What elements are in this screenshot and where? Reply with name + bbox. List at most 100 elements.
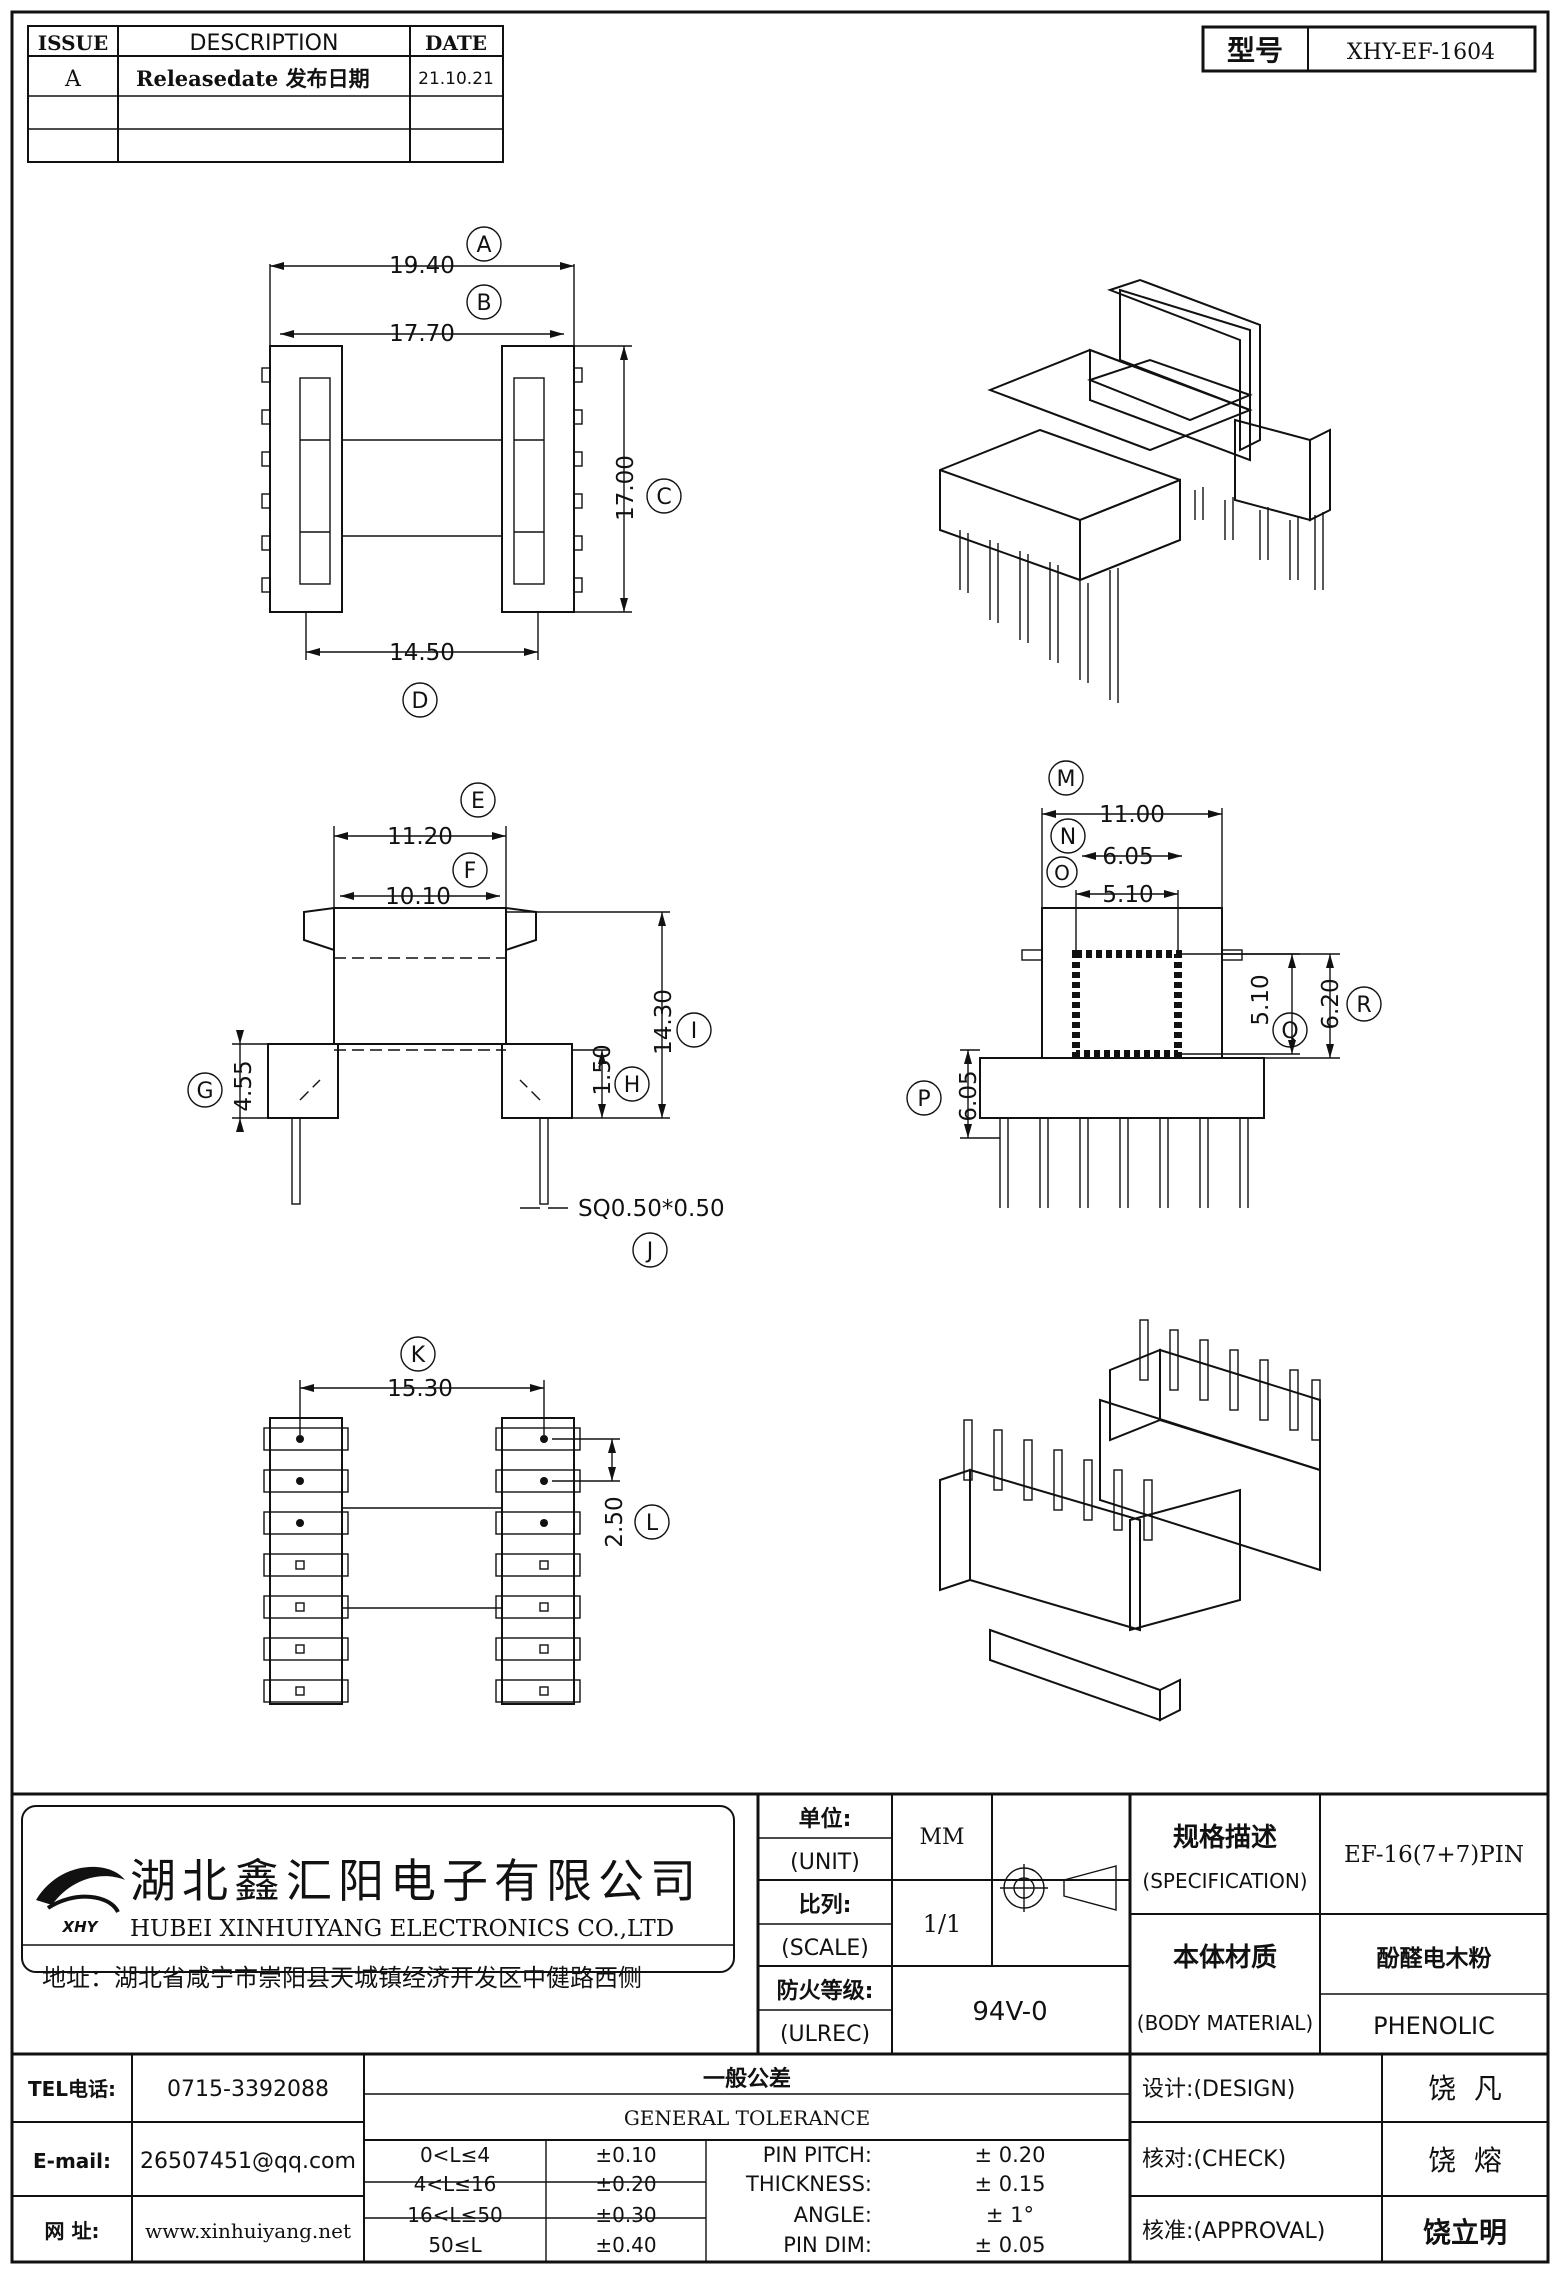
check-label: 核对:(CHECK) [1142,2147,1286,2172]
tol-other-label-1: PIN PITCH: [763,2143,872,2167]
spec-value: EF-16(7+7)PIN [1344,1842,1524,1868]
spec-label-cn: 规格描述 [1173,1822,1277,1853]
tolerance-title-cn: 一般公差 [703,2066,791,2092]
dim-c-value: 17.00 [613,455,639,521]
tol-range-4: 50≤L [428,2233,482,2257]
dim-h-letter: H [624,1073,641,1098]
tol-other-value-3: ± 1° [986,2203,1034,2227]
logo-text: XHY [62,1918,100,1936]
dim-k-value: 15.30 [387,1376,453,1402]
tol-value-2: ±0.20 [595,2172,656,2196]
dim-m-letter: M [1057,767,1076,792]
approval-label: 核准:(APPROVAL) [1142,2219,1325,2244]
material-value-en: PHENOLIC [1373,2012,1495,2040]
scale-label-en: (SCALE) [781,1936,869,1961]
rev-header-date: DATE [425,31,487,55]
tol-other-label-2: THICKNESS: [745,2172,872,2196]
tol-other-value-1: ± 0.20 [974,2143,1045,2167]
tel-value: 0715-3392088 [167,2077,329,2102]
model-label: 型号 [1227,34,1283,67]
tol-value-4: ±0.40 [595,2233,656,2257]
unit-label-cn: 单位: [799,1806,852,1832]
drawing-frame [10,10,1550,2264]
rev-header-issue: ISSUE [38,31,109,55]
dim-q-letter: Q [1281,1019,1298,1044]
dim-q-value: 5.10 [1248,974,1274,1025]
rev-row-description: Releasedate 发布日期 [136,66,370,91]
design-name: 饶 凡 [1428,2072,1502,2105]
design-label: 设计:(DESIGN) [1142,2077,1295,2102]
email-label: E-mail: [33,2149,111,2173]
dim-k-letter: K [411,1343,426,1368]
dim-c-letter: C [656,485,671,510]
dim-g-value: 4.55 [231,1060,257,1111]
dim-l-value: 2.50 [602,1496,628,1547]
dim-e-value: 11.20 [387,824,453,850]
web-label: 网 址: [45,2219,100,2243]
tol-other-label-3: ANGLE: [794,2203,872,2227]
unit-label-en: (UNIT) [790,1850,860,1875]
dim-r-letter: R [1356,993,1371,1018]
model-number: XHY-EF-1604 [1347,40,1495,65]
company-name-en: HUBEI XINHUIYANG ELECTRONICS CO.,LTD [130,1916,674,1942]
rev-row-date: 21.10.21 [418,69,494,89]
dim-e-letter: E [471,789,485,814]
dim-h-value: 1.50 [590,1044,616,1095]
dim-o-value: 5.10 [1102,882,1153,908]
dim-i-letter: I [691,1019,698,1044]
side-view: 11.00 M 6.05 N 5.10 O 5.10 Q 6.20 [906,760,1382,1208]
tol-range-3: 16<L≤50 [407,2203,503,2227]
dim-i-value: 14.30 [651,989,677,1055]
isometric-view-bottom [939,1319,1321,1722]
company-address: 地址：湖北省咸宁市崇阳县天城镇经济开发区中健路西侧 [42,1964,642,1992]
tel-label: TEL电话: [28,2077,116,2101]
tol-other-value-2: ± 0.15 [974,2172,1045,2196]
scale-value: 1/1 [923,1910,962,1938]
dim-m-value: 11.00 [1099,802,1165,828]
dim-g-letter: G [196,1079,213,1104]
dim-f-letter: F [464,859,477,884]
dim-n-value: 6.05 [1102,844,1153,870]
revision-table: ISSUE DESCRIPTION DATE A Releasedate 发布日… [27,25,504,163]
tol-other-label-4: PIN DIM: [783,2233,872,2257]
dim-p-value: 6.05 [956,1070,982,1121]
dim-o-letter: O [1054,861,1070,885]
company-logo: XHY [36,1866,125,1936]
third-angle-projection-icon [1000,1864,1117,1912]
model-box: 型号 XHY-EF-1604 [1201,25,1537,73]
dim-j-value: SQ0.50*0.50 [578,1196,725,1222]
material-label-en: (BODY MATERIAL) [1137,2011,1313,2035]
ulrec-label-cn: 防火等级: [777,1978,874,2004]
dim-j-letter: J [645,1239,654,1264]
tolerance-title-en: GENERAL TOLERANCE [624,2106,870,2130]
dim-r-value: 6.20 [1318,978,1344,1029]
tol-other-value-4: ± 0.05 [974,2233,1045,2257]
check-name: 饶 熔 [1428,2144,1502,2177]
email-value: 26507451@qq.com [140,2149,356,2174]
dim-n-letter: N [1060,825,1076,850]
title-block: XHY 湖北鑫汇阳电子有限公司 HUBEI XINHUIYANG ELECTRO… [12,1792,1548,2262]
dim-b-letter: B [476,291,491,316]
front-view: 11.20 E 10.10 F 14.30 I 1.50 H 4.55 [187,782,725,1268]
top-view: 19.40 A 17.70 B 17.00 C 14.50 D [261,226,682,718]
bottom-view: 15.30 K 2.50 L [263,1336,670,1705]
ulrec-value: 94V-0 [972,1997,1047,2027]
dim-d-letter: D [412,689,429,714]
web-value: www.xinhuiyang.net [145,2219,351,2243]
tol-range-2: 4<L≤16 [414,2172,497,2196]
dim-a-letter: A [476,233,491,258]
unit-value: MM [919,1825,964,1850]
rev-header-description: DESCRIPTION [190,31,339,56]
dim-b-value: 17.70 [389,321,455,347]
approval-name: 饶立明 [1423,2216,1507,2249]
ulrec-label-en: (ULREC) [780,2022,870,2047]
rev-row-issue: A [64,67,82,92]
dim-p-letter: P [917,1087,930,1112]
tol-value-1: ±0.10 [595,2143,656,2167]
dim-f-value: 10.10 [385,884,451,910]
dim-d-value: 14.50 [389,640,455,666]
isometric-view-top [939,278,1331,703]
material-value-cn: 酚醛电木粉 [1377,1946,1492,1972]
dim-l-letter: L [646,1511,659,1536]
